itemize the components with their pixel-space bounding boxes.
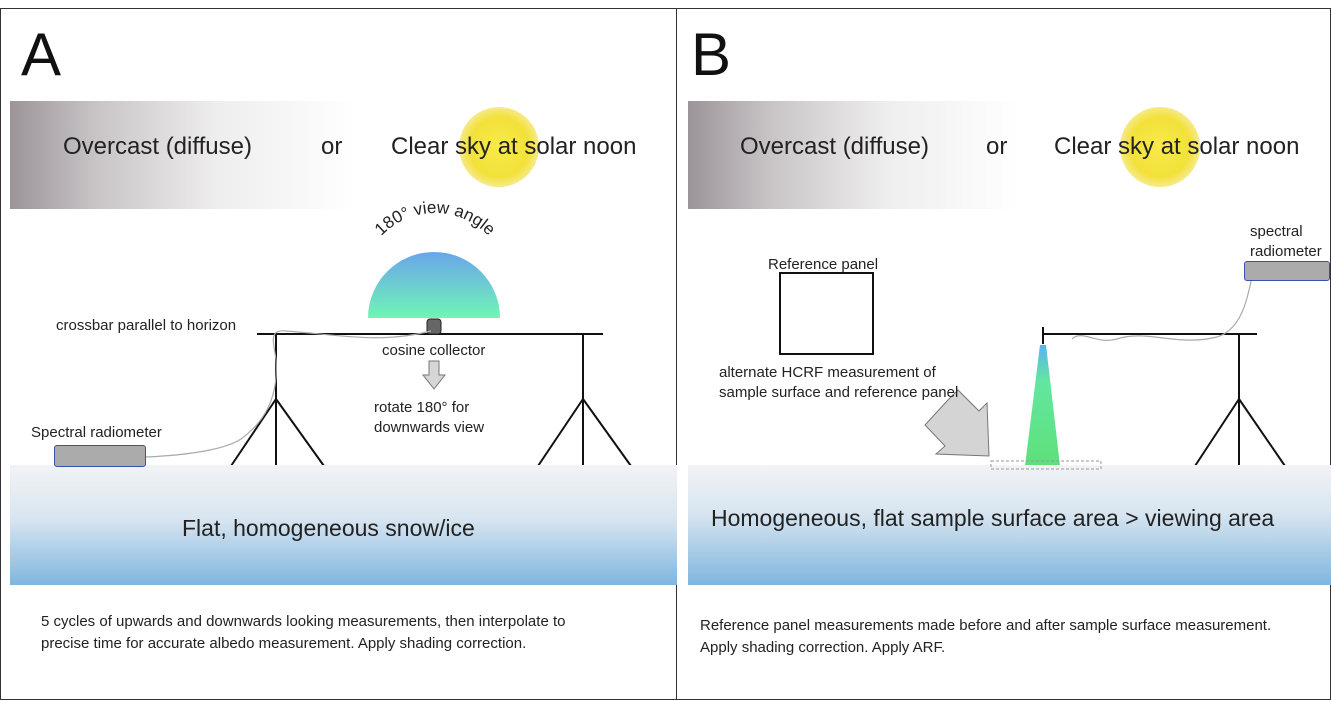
sky-overcast-label: Overcast (diffuse) xyxy=(740,133,929,160)
radiometer-cable xyxy=(145,330,432,458)
alternate-label-1: alternate HCRF measurement of xyxy=(719,364,936,381)
sky-overcast-label: Overcast (diffuse) xyxy=(63,133,252,160)
sky-band xyxy=(688,101,1021,209)
reference-label: Reference panel xyxy=(768,256,879,273)
sky-clear-label: Clear sky at solar noon xyxy=(1054,133,1300,160)
surface-label: Homogeneous, flat sample surface area > … xyxy=(711,505,1275,531)
panel-letter: A xyxy=(21,21,62,88)
caption-line-1: 5 cycles of upwards and downwards lookin… xyxy=(41,613,566,630)
panel-a: A xyxy=(0,8,678,700)
view-angle-dome xyxy=(368,252,500,318)
panel-b: B xyxy=(677,8,1331,700)
reference-panel xyxy=(779,272,874,355)
surface-label: Flat, homogeneous snow/ice xyxy=(182,515,475,541)
sun-icon xyxy=(459,107,539,187)
caption-line-2: Apply shading correction. Apply ARF. xyxy=(700,639,946,656)
rotate-label-2: downwards view xyxy=(374,419,485,436)
sample-surface xyxy=(688,465,1331,585)
radiometer-label-1: spectral xyxy=(1250,223,1303,240)
panel-b-graphics xyxy=(688,107,1331,585)
sky-or-label: or xyxy=(321,133,343,160)
cosine-collector xyxy=(426,318,442,335)
crossbar-label: crossbar parallel to horizon xyxy=(56,317,237,334)
pointer-arrow-icon xyxy=(924,389,990,457)
tripod-right xyxy=(537,334,632,467)
viewing-area xyxy=(990,460,1102,470)
radiometer-box xyxy=(1244,261,1330,281)
snow-surface xyxy=(10,465,678,585)
sensor-beam xyxy=(1025,345,1060,466)
radiometer-box xyxy=(54,445,146,467)
rotate-arrow-icon xyxy=(421,360,447,390)
panel-a-graphics xyxy=(10,107,678,585)
alternate-label-2: sample surface and reference panel xyxy=(719,384,959,401)
sun-icon xyxy=(1120,107,1200,187)
tripod-left xyxy=(230,334,325,467)
sky-band xyxy=(10,101,358,209)
panel-letter: B xyxy=(691,21,732,88)
radiometer-label: Spectral radiometer xyxy=(31,424,162,441)
caption-line-1: Reference panel measurements made before… xyxy=(700,617,1272,634)
rotate-label-1: rotate 180° for xyxy=(374,399,470,416)
collector-label: cosine collector xyxy=(382,342,486,359)
sky-clear-label: Clear sky at solar noon xyxy=(391,133,637,160)
sky-or-label: or xyxy=(986,133,1008,160)
radiometer-cable xyxy=(1071,276,1253,341)
caption-line-2: precise time for accurate albedo measure… xyxy=(41,635,527,652)
radiometer-label-2: radiometer xyxy=(1250,243,1322,260)
tripod-right xyxy=(1194,334,1286,467)
